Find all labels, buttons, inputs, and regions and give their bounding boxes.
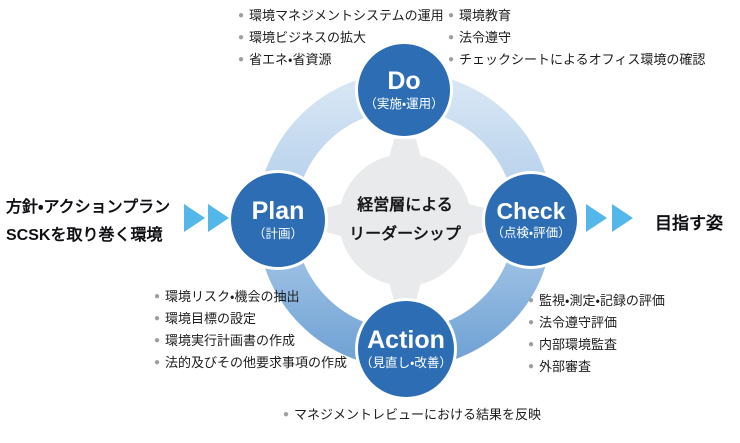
- bullet-icon: ●: [283, 409, 290, 420]
- arrow-right-icon: [586, 204, 607, 232]
- bullet-icon: ●: [238, 54, 245, 65]
- goal-label: 目指す姿: [655, 214, 723, 233]
- list-item-label: 環境マネジメントシステムの運用: [249, 8, 444, 23]
- list-item: ● 環境教育: [448, 5, 705, 27]
- node-action: Action （見直し・改善）: [355, 298, 457, 400]
- list-item: ● 環境マネジメントシステムの運用: [238, 5, 444, 27]
- list-item: ● マネジメントレビューにおける結果を反映: [283, 404, 541, 426]
- node-plan: Plan （計画）: [228, 170, 328, 270]
- list-item-label: 環境リスク・機会の抽出: [165, 289, 300, 304]
- input-label-line2: SCSKを取り巻く環境: [6, 227, 163, 244]
- bullet-icon: ●: [448, 32, 455, 43]
- list-item-label: 法的及びその他要求事項の作成: [165, 355, 348, 370]
- list-item: ● 環境リスク・機会の抽出: [154, 286, 347, 308]
- check-list: ● 監視・測定・記録の評価 ● 法令遵守評価 ● 内部環境監査 ● 外部審査: [528, 290, 665, 378]
- node-check-title: Check: [496, 197, 566, 224]
- arrow-right-icon: [208, 204, 229, 232]
- list-item: ● 法令遵守: [448, 27, 705, 49]
- node-check: Check （点検・評価）: [482, 171, 580, 269]
- list-item-label: チェックシートによるオフィス環境の確認: [459, 52, 706, 67]
- bullet-icon: ●: [154, 357, 161, 368]
- list-item: ● 法的及びその他要求事項の作成: [154, 352, 347, 374]
- bullet-icon: ●: [154, 291, 161, 302]
- node-plan-title: Plan: [251, 196, 305, 225]
- list-item: ● 環境ビジネスの拡大: [238, 27, 444, 49]
- node-action-subtitle: （見直し・改善）: [360, 356, 452, 370]
- list-item-label: 外部審査: [539, 359, 592, 374]
- node-plan-subtitle: （計画）: [252, 227, 303, 241]
- list-item-label: 環境教育: [459, 8, 512, 23]
- list-item: ● 内部環境監査: [528, 334, 665, 356]
- center-leadership-label: 経営層による リーダーシップ: [325, 191, 485, 249]
- input-label-line1: 方針・アクションプラン: [6, 199, 171, 216]
- list-item-label: 法令遵守評価: [539, 315, 618, 330]
- list-item-label: 監視・測定・記録の評価: [539, 293, 665, 308]
- do-list-right: ● 環境教育 ● 法令遵守 ● チェックシートによるオフィス環境の確認: [448, 5, 705, 71]
- arrow-right-icon: [612, 204, 633, 232]
- node-action-title: Action: [367, 325, 445, 354]
- bullet-icon: ●: [238, 32, 245, 43]
- do-list-left: ● 環境マネジメントシステムの運用 ● 環境ビジネスの拡大 ● 省エネ・省資源: [238, 5, 444, 71]
- list-item-label: 環境ビジネスの拡大: [249, 30, 367, 45]
- arrow-right-icon: [184, 204, 205, 232]
- plan-list: ● 環境リスク・機会の抽出 ● 環境目標の設定 ● 環境実行計画書の作成 ● 法…: [154, 286, 347, 374]
- bullet-icon: ●: [528, 317, 535, 328]
- center-leadership-line2: リーダーシップ: [349, 226, 461, 243]
- bullet-icon: ●: [448, 10, 455, 21]
- action-list: ● マネジメントレビューにおける結果を反映: [283, 404, 541, 426]
- bullet-icon: ●: [528, 339, 535, 350]
- list-item: ● 法令遵守評価: [528, 312, 665, 334]
- center-leadership-line1: 経営層による: [357, 197, 453, 214]
- list-item-label: 法令遵守: [459, 30, 512, 45]
- node-do-title: Do: [387, 66, 421, 95]
- bullet-icon: ●: [528, 361, 535, 372]
- node-do-subtitle: （実施・運用）: [364, 97, 444, 111]
- bullet-icon: ●: [154, 313, 161, 324]
- node-do: Do （実施・運用）: [355, 41, 453, 139]
- bullet-icon: ●: [528, 295, 535, 306]
- list-item-label: 省エネ・省資源: [249, 52, 332, 67]
- list-item-label: 内部環境監査: [539, 337, 618, 352]
- list-item-label: 環境実行計画書の作成: [165, 333, 296, 348]
- bullet-icon: ●: [448, 54, 455, 65]
- list-item: ● 環境実行計画書の作成: [154, 330, 347, 352]
- bullet-icon: ●: [238, 10, 245, 21]
- list-item: ● 監視・測定・記録の評価: [528, 290, 665, 312]
- node-check-subtitle: （点検・評価）: [491, 225, 571, 240]
- bullet-icon: ●: [154, 335, 161, 346]
- list-item: ● チェックシートによるオフィス環境の確認: [448, 49, 705, 71]
- list-item: ● 環境目標の設定: [154, 308, 347, 330]
- list-item: ● 省エネ・省資源: [238, 49, 444, 71]
- input-label: 方針・アクションプラン SCSKを取り巻く環境: [6, 194, 170, 250]
- list-item-label: 環境目標の設定: [165, 311, 257, 326]
- center-star: [322, 139, 488, 301]
- list-item-label: マネジメントレビューにおける結果を反映: [294, 407, 542, 422]
- list-item: ● 外部審査: [528, 356, 665, 378]
